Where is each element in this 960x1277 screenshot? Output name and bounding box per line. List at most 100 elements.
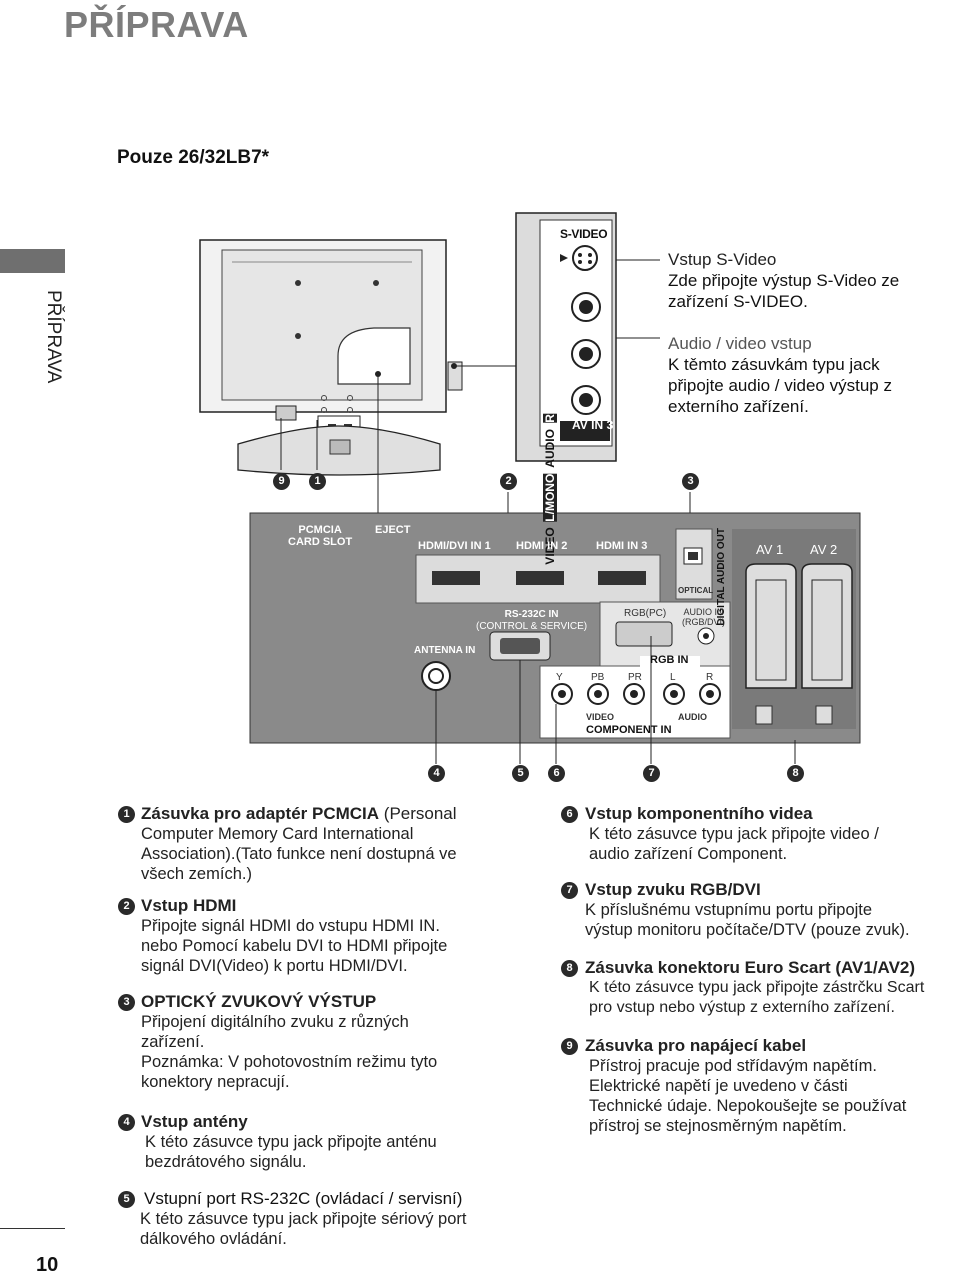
desc-line: Elektrické napětí je uvedeno v části bbox=[589, 1077, 848, 1095]
hdmi-in2-label: HDMI IN 2 bbox=[516, 540, 568, 552]
av-desc-title: Audio / video vstup bbox=[668, 334, 812, 353]
pcmcia-label-line1: PCMCIA bbox=[298, 524, 342, 536]
callout-5: 5 bbox=[512, 765, 529, 782]
av-in3-label: AV IN 3 bbox=[572, 418, 614, 432]
desc-line: Computer Memory Card International bbox=[141, 825, 414, 843]
leader-lines-bottom bbox=[435, 636, 796, 764]
svideo-port-label: S-VIDEO bbox=[560, 227, 608, 241]
desc-item-4: 4 Vstup antény K této zásuvce typu jack … bbox=[118, 1112, 518, 1172]
desc-line: Poznámka: V pohotovostním režimu tyto bbox=[141, 1053, 438, 1071]
rgb-in-label: RGB IN bbox=[650, 654, 689, 666]
desc-number: 1 bbox=[118, 806, 135, 823]
antenna-in-label: ANTENNA IN bbox=[414, 645, 476, 656]
desc-title: Zásuvka konektoru Euro Scart (AV1/AV2) bbox=[585, 958, 916, 977]
desc-number: 3 bbox=[118, 994, 135, 1011]
desc-title: Vstup zvuku RGB/DVI bbox=[585, 880, 761, 899]
rgb-pc-label: RGB(PC) bbox=[624, 608, 667, 619]
callout-7: 7 bbox=[643, 765, 660, 782]
eject-label: EJECT bbox=[375, 524, 411, 536]
desc-number: 8 bbox=[561, 960, 578, 977]
pcmcia-label-line2: CARD SLOT bbox=[288, 536, 353, 548]
desc-line: zařízení. bbox=[141, 1033, 205, 1051]
rs232-label-line2: (CONTROL & SERVICE) bbox=[476, 621, 588, 632]
av1-label: AV 1 bbox=[756, 542, 784, 557]
desc-line: všech zemích.) bbox=[141, 865, 252, 883]
component-in-label: COMPONENT IN bbox=[586, 724, 672, 736]
desc-item-6: 6 Vstup komponentního videa K této zásuv… bbox=[561, 804, 956, 864]
desc-item-2: 2 Vstup HDMI Připojte signál HDMI do vst… bbox=[118, 896, 518, 976]
desc-line: Připojení digitálního zvuku z různých bbox=[141, 1013, 409, 1031]
svideo-description: Vstup S-Video Zde připojte výstup S-Vide… bbox=[668, 249, 938, 312]
desc-title-suffix: (Personal bbox=[379, 804, 457, 823]
callout-3: 3 bbox=[682, 473, 699, 490]
hdmi-in3-label: HDMI IN 3 bbox=[596, 540, 648, 552]
desc-number: 4 bbox=[118, 1114, 135, 1131]
page-number: 10 bbox=[36, 1254, 59, 1276]
svideo-desc-title: Vstup S-Video bbox=[668, 250, 777, 269]
desc-line: Technické údaje. Nepokoušejte se používa… bbox=[589, 1097, 907, 1115]
callout-9: 9 bbox=[273, 473, 290, 490]
callout-6: 6 bbox=[548, 765, 565, 782]
optical-label: OPTICAL bbox=[678, 586, 714, 595]
desc-item-5: 5 Vstupní port RS-232C (ovládací / servi… bbox=[118, 1189, 538, 1249]
desc-line: audio zařízení Component. bbox=[589, 845, 788, 863]
callout-2: 2 bbox=[500, 473, 517, 490]
desc-number: 9 bbox=[561, 1038, 578, 1055]
desc-item-1: 1 Zásuvka pro adaptér PCMCIA (Personal C… bbox=[118, 804, 518, 884]
desc-line: bezdrátového signálu. bbox=[145, 1153, 307, 1171]
desc-line: pro vstup nebo výstup z externího zaříze… bbox=[589, 999, 895, 1016]
av2-label: AV 2 bbox=[810, 542, 838, 557]
connection-illustration bbox=[199, 212, 861, 764]
desc-item-8: 8 Zásuvka konektoru Euro Scart (AV1/AV2)… bbox=[561, 958, 960, 1018]
desc-line: konektory nepracují. bbox=[141, 1073, 290, 1091]
side-lmono-label: L/MONO bbox=[543, 473, 557, 522]
audio-group-label: AUDIO bbox=[678, 712, 707, 722]
callout-8: 8 bbox=[787, 765, 804, 782]
component-pb-label: PB bbox=[591, 672, 605, 683]
desc-line: K této zásuvce typu jack připojte video … bbox=[589, 825, 879, 843]
desc-title: OPTICKÝ ZVUKOVÝ VÝSTUP bbox=[141, 992, 377, 1011]
rs232-label-line1: RS-232C IN bbox=[504, 609, 559, 620]
video-group-label: VIDEO bbox=[586, 712, 615, 722]
component-pr-label: PR bbox=[628, 672, 642, 683]
desc-title: Zásuvka pro adaptér PCMCIA bbox=[141, 804, 380, 823]
model-note: Pouze 26/32LB7* bbox=[117, 147, 270, 168]
desc-title: Vstup antény bbox=[141, 1112, 248, 1131]
desc-line: K této zásuvce typu jack připojte sériov… bbox=[140, 1210, 467, 1228]
desc-line: dálkového ovládání. bbox=[140, 1230, 287, 1248]
desc-number: 7 bbox=[561, 882, 578, 899]
audio-in-label: AUDIO IN (RGB/DVI) bbox=[682, 607, 725, 627]
desc-line: K příslušnému vstupnímu portu připojte bbox=[585, 901, 873, 919]
hdmi-dvi-in1-label: HDMI/DVI IN 1 bbox=[418, 540, 491, 552]
desc-title: Vstup HDMI bbox=[141, 896, 237, 915]
desc-number: 2 bbox=[118, 898, 135, 915]
callout-4: 4 bbox=[428, 765, 445, 782]
pcmcia-label: PCMCIA CARD SLOT bbox=[288, 524, 352, 548]
desc-line: přístroj se stejnosměrným napětím. bbox=[589, 1117, 847, 1135]
side-tab-marker bbox=[0, 249, 65, 273]
side-audio-label: AUDIO bbox=[543, 428, 557, 468]
desc-line: Připojte signál HDMI do vstupu HDMI IN. bbox=[141, 917, 440, 935]
desc-number: 6 bbox=[561, 806, 578, 823]
desc-item-3: 3 OPTICKÝ ZVUKOVÝ VÝSTUP Připojení digit… bbox=[118, 992, 518, 1092]
component-l-label: L bbox=[670, 672, 676, 683]
audio-in-label-line1: AUDIO IN bbox=[683, 607, 724, 617]
desc-line: Association).(Tato funkce není dostupná … bbox=[141, 845, 457, 863]
rear-connector-panel bbox=[249, 512, 861, 744]
desc-line: signál DVI(Video) k portu HDMI/DVI. bbox=[141, 957, 408, 975]
desc-line: Přístroj pracuje pod střídavým napětím. bbox=[589, 1057, 877, 1075]
desc-title: Vstup komponentního videa bbox=[585, 804, 813, 823]
desc-title: Vstupní port RS-232C (ovládací / servisn… bbox=[144, 1189, 463, 1208]
desc-line: K této zásuvce typu jack připojte anténu bbox=[145, 1133, 437, 1151]
desc-item-9: 9 Zásuvka pro napájecí kabel Přístroj pr… bbox=[561, 1036, 956, 1136]
desc-line: výstup monitoru počítače/DTV (pouze zvuk… bbox=[585, 921, 910, 939]
rs232-label: RS-232C IN (CONTROL & SERVICE) bbox=[476, 609, 587, 633]
desc-item-7: 7 Vstup zvuku RGB/DVI K příslušnému vstu… bbox=[561, 880, 956, 940]
desc-line: K této zásuvce typu jack připojte zástrč… bbox=[589, 979, 925, 996]
page-number-rule bbox=[0, 1228, 65, 1229]
component-r-label: R bbox=[706, 672, 714, 683]
desc-line: nebo Pomocí kabelu DVI to HDMI připojte bbox=[141, 937, 448, 955]
tv-rear-drawing bbox=[199, 239, 463, 476]
av-description: Audio / video vstup K těmto zásuvkám typ… bbox=[668, 333, 938, 417]
desc-title: Zásuvka pro napájecí kabel bbox=[585, 1036, 807, 1055]
